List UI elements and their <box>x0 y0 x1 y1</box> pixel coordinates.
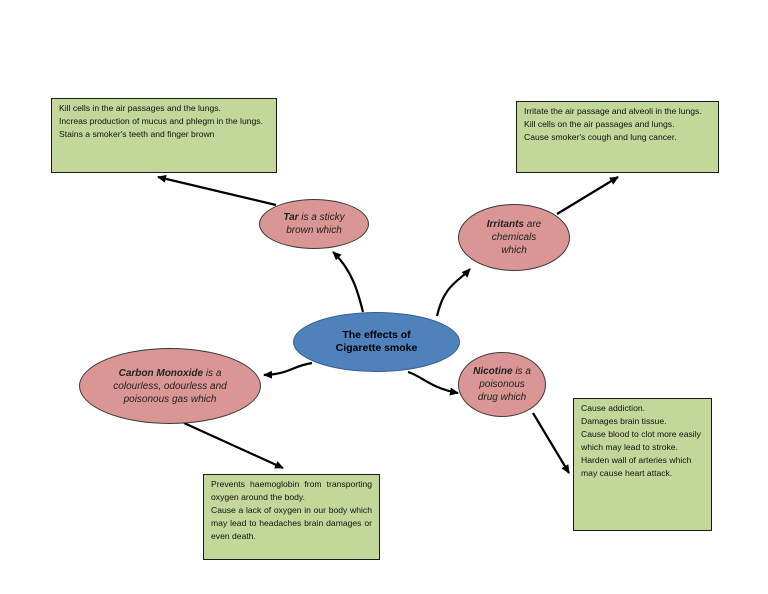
carbon-monoxide-node: Carbon Monoxide is a colourless, odourle… <box>79 348 261 424</box>
irritants-node-title: Irritants <box>486 219 524 230</box>
tar-node: Tar is a sticky brown which <box>259 199 369 249</box>
carbon-monoxide-effects-box: Prevents haemoglobin from transporting o… <box>203 474 380 560</box>
carbon-monoxide-node-text: is a colourless, odourless and poisonous… <box>113 367 227 405</box>
tar-node-text: is a sticky brown which <box>286 212 345 236</box>
tar-effect-3: Stains a smoker's teeth and finger brown <box>59 129 215 139</box>
nicotine-node-title: Nicotine <box>473 366 513 377</box>
irritants-effects-box: Irritate the air passage and alveoli in … <box>516 101 719 173</box>
center-title-line-1: The effects of <box>342 329 411 341</box>
nicotine-node-text: is a poisonous drug which <box>477 366 531 403</box>
nicotine-effect-4: Harden wall of arteries which may cause … <box>581 455 692 478</box>
irritants-effect-2: Kill cells on the air passages and lungs… <box>524 119 675 129</box>
carbon-monoxide-node-title: Carbon Monoxide <box>118 367 204 379</box>
center-title-line-2: Cigarette smoke <box>335 342 418 354</box>
irritants-effect-1: Irritate the air passage and alveoli in … <box>524 106 702 116</box>
arrow-center-to-irritants <box>435 268 471 317</box>
arrow-tar-to-box <box>157 174 277 207</box>
arrow-irritants-to-box <box>556 176 619 215</box>
irritants-node-text: are chemicals which <box>491 219 542 256</box>
nicotine-effect-3: Cause blood to clot more easily which ma… <box>581 429 701 452</box>
tar-effects-box: Kill cells in the air passages and the l… <box>51 98 277 173</box>
tar-effect-1: Kill cells in the air passages and the l… <box>59 103 221 113</box>
nicotine-effect-1: Cause addiction. <box>581 403 646 413</box>
arrow-carbon-monoxide-to-box <box>183 421 284 470</box>
carbon-monoxide-effect-1: Prevents haemoglobin from transporting o… <box>211 479 372 502</box>
center-node: The effects of Cigarette smoke <box>293 312 460 372</box>
arrow-center-to-carbon-monoxide <box>263 361 313 379</box>
irritants-node: Irritants are chemicals which <box>458 204 570 271</box>
nicotine-effect-2: Damages brain tissue. <box>581 416 667 426</box>
arrow-center-to-nicotine <box>407 370 459 396</box>
carbon-monoxide-effect-2: Cause a lack of oxygen in our body which… <box>211 505 372 541</box>
nicotine-node: Nicotine is a poisonous drug which <box>458 352 546 417</box>
tar-effect-2: Increas production of mucus and phlegm i… <box>59 116 263 126</box>
irritants-effect-3: Cause smoker's cough and lung cancer. <box>524 132 677 142</box>
nicotine-effects-box: Cause addiction. Damages brain tissue. C… <box>573 398 712 531</box>
arrow-nicotine-to-box <box>532 412 570 474</box>
tar-node-title: Tar <box>283 212 299 223</box>
arrow-center-to-tar <box>332 251 365 313</box>
